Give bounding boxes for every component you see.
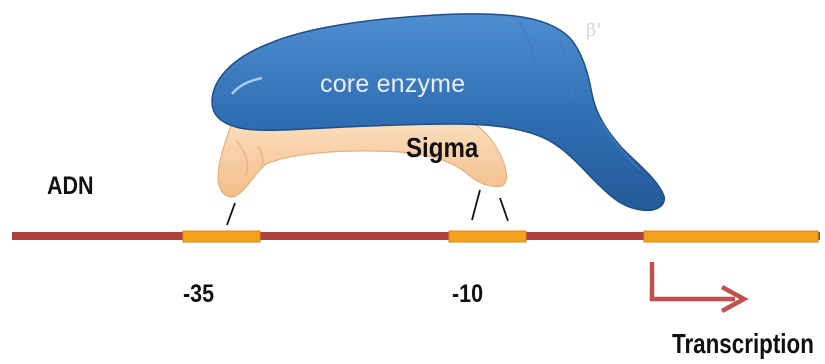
promoter-box-minus10: [449, 231, 526, 242]
promoter-box-minus35: [183, 231, 260, 242]
core-enzyme-shape: [212, 14, 664, 211]
dna-label: ADN: [47, 172, 94, 201]
contact-line-minus10-left: [472, 190, 480, 220]
transcription-label: Transcription: [672, 328, 814, 360]
contact-line-minus35: [227, 203, 235, 225]
beta-prime-label: β': [586, 20, 601, 41]
minus10-label: -10: [452, 280, 483, 309]
transcription-arrow: [652, 262, 735, 299]
sigma-label: Sigma: [406, 132, 478, 164]
contact-line-minus10-right: [500, 198, 508, 221]
core-enzyme-label: core enzyme: [320, 70, 465, 99]
transcription-start-box: [644, 231, 818, 242]
minus35-label: -35: [183, 280, 214, 309]
